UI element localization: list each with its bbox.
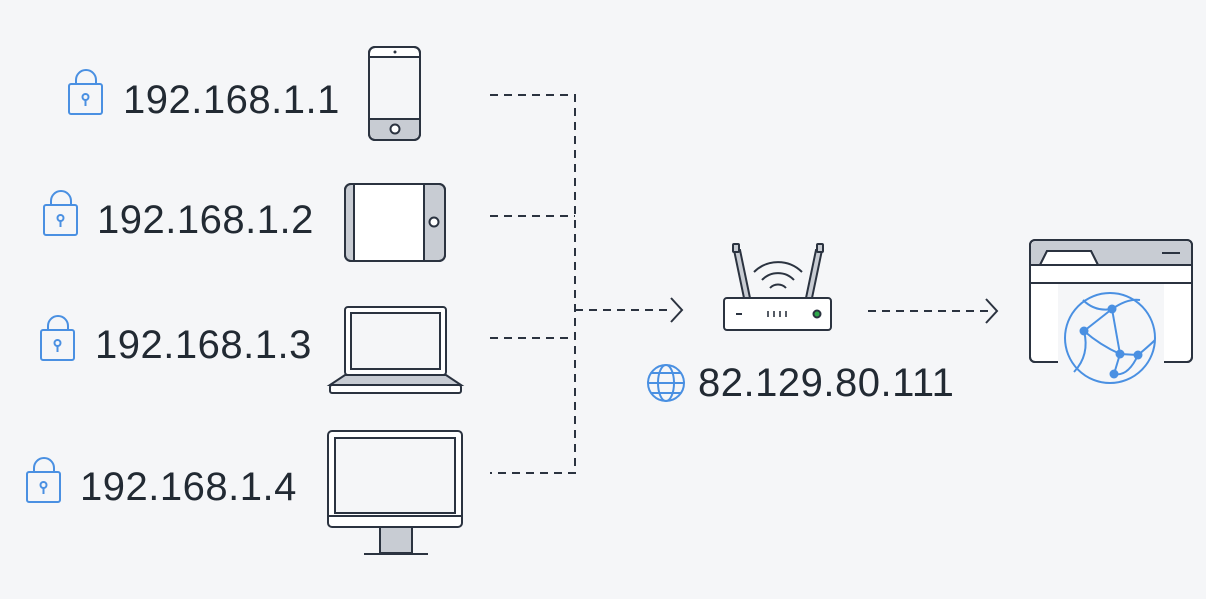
desktop-monitor-icon [327,430,463,555]
device-ip-label-3: 192.168.1.3 [95,323,312,367]
globe-icon [647,364,685,402]
wifi-signal-icon [753,261,803,289]
arrowheads [670,297,999,324]
public-ip-label: 82.129.80.111 [698,361,955,405]
lock-icon [68,69,103,115]
browser-globe-icon [1029,239,1193,384]
router-icon [723,243,832,331]
device-ip-label-2: 192.168.1.2 [97,198,314,242]
arrow-to-router [670,297,684,323]
device-ip-label-4: 192.168.1.4 [80,465,297,509]
smartphone-icon [368,46,421,141]
arrow-to-internet [985,298,999,324]
connection-lines [490,94,988,474]
lock-icon [43,190,78,236]
laptop-icon [326,306,465,394]
trunk-connector [490,94,576,474]
lock-icon [26,457,61,503]
tablet-icon [344,183,446,262]
lock-icon [40,315,75,361]
device-ip-label-1: 192.168.1.1 [123,78,340,122]
